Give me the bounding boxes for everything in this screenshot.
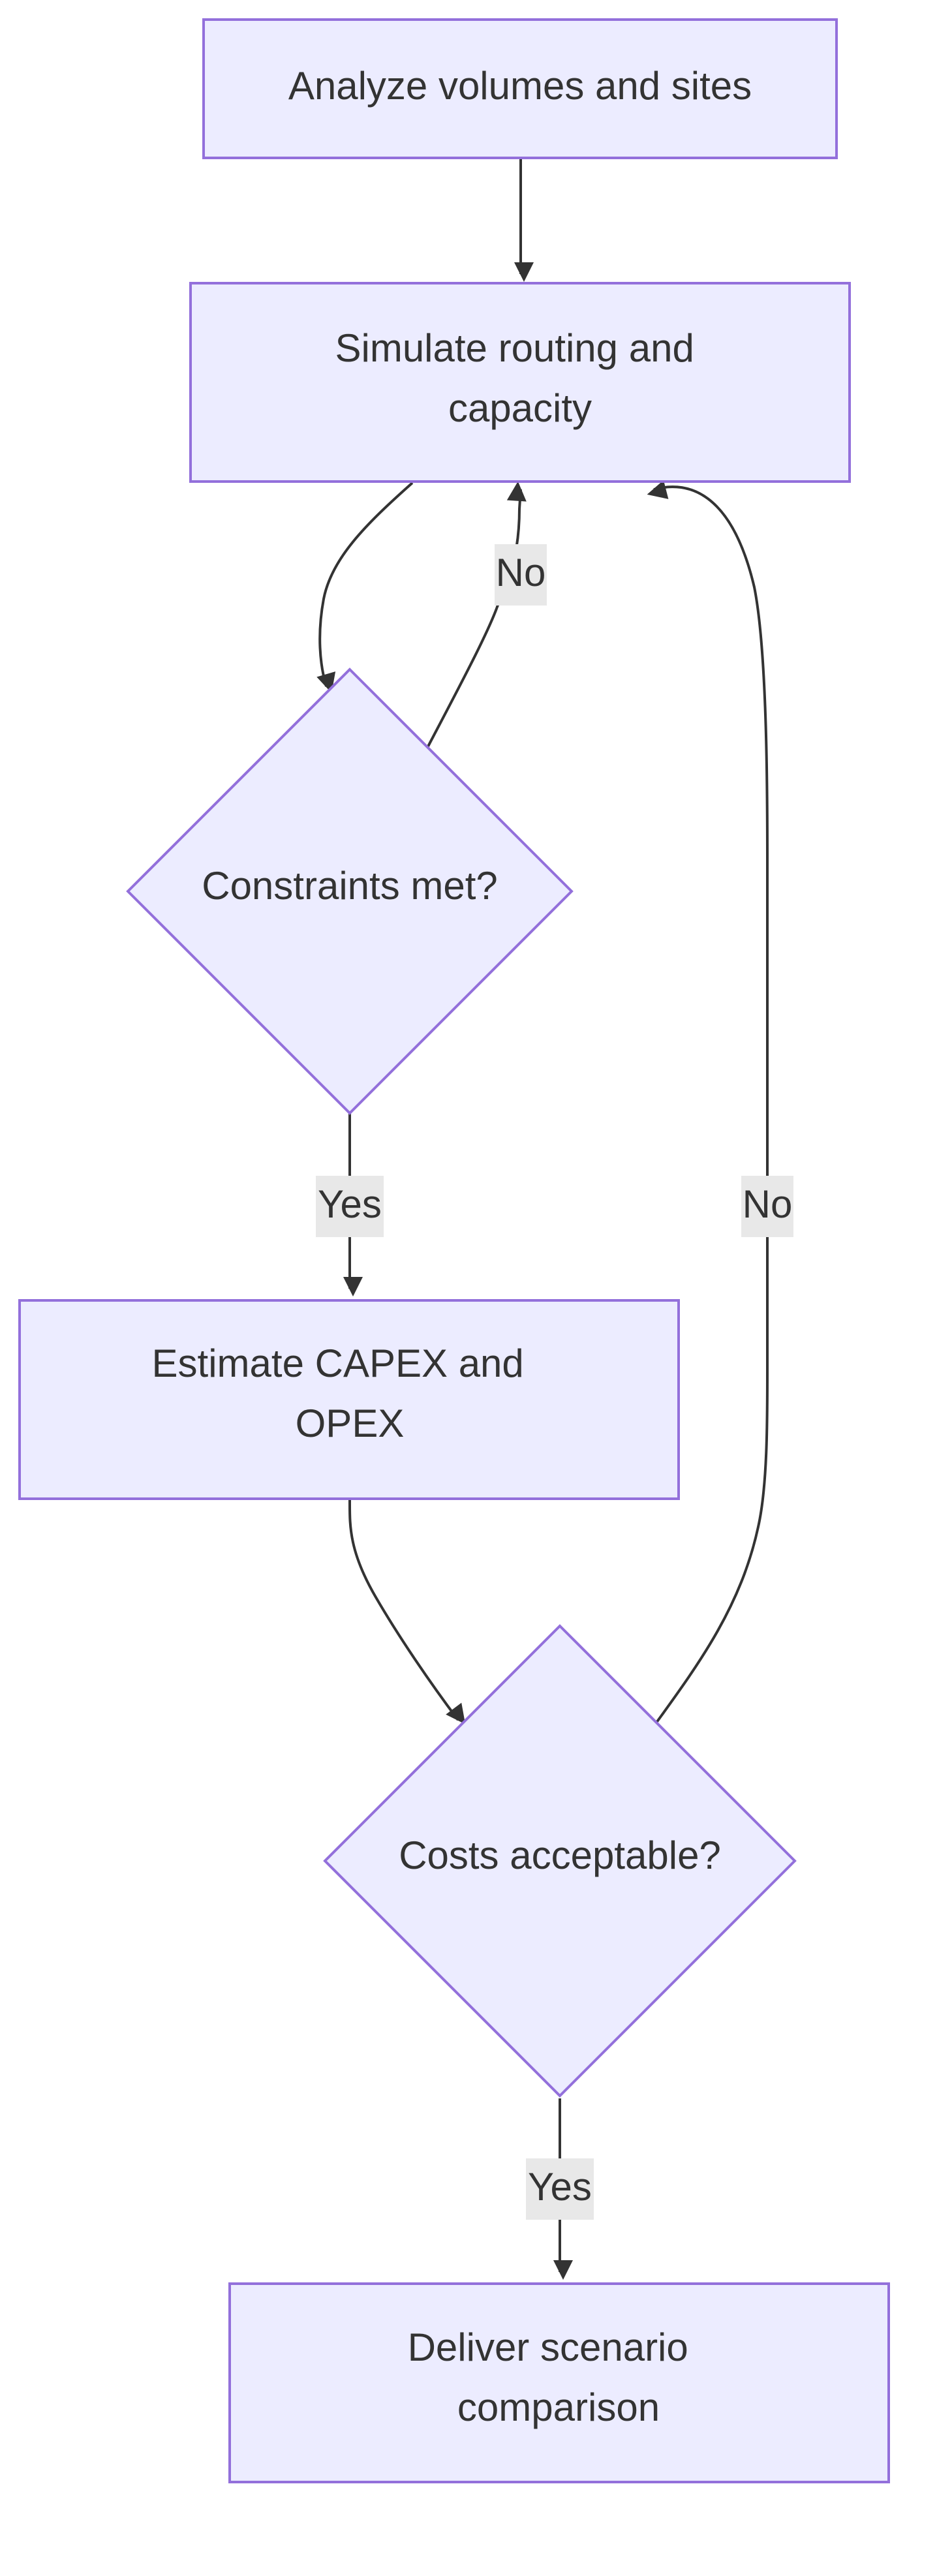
svg-text:Estimate CAPEX and OPEX: Estimate CAPEX and OPEX (152, 1342, 535, 1445)
svg-text:Constraints met?: Constraints met? (202, 864, 498, 908)
svg-text:No: No (496, 551, 546, 594)
edges (316, 158, 769, 2280)
edge-label-costs-yes: Yes (526, 2158, 594, 2220)
node-simulate-routing: Simulate routing and capacity (189, 282, 851, 483)
edge-label-constraints-yes: Yes (316, 1176, 384, 1237)
edge-constraints-no-to-simulate (427, 481, 527, 747)
svg-text:Yes: Yes (528, 2165, 592, 2209)
svg-text:Deliver scenario compari: Deliver scenario comparison (408, 2325, 699, 2429)
svg-text:Simulate routing and cap: Simulate routing and capacity (335, 326, 705, 430)
edge-label-constraints-no: No (495, 544, 547, 606)
edge-simulate-to-constraints (316, 482, 414, 694)
node-costs-acceptable: Costs acceptable? (323, 1624, 797, 2098)
node-deliver-scenario: Deliver scenario comparison (228, 2282, 890, 2483)
svg-text:Costs acceptable?: Costs acceptable? (399, 1833, 721, 1877)
node-analyze-volumes: Analyze volumes and sites (202, 18, 838, 159)
node-constraints-met: Constraints met? (126, 667, 574, 1115)
edge-costs-no-to-simulate (647, 480, 769, 1724)
svg-text:No: No (743, 1182, 793, 1226)
svg-text:Analyze volumes and sites: Analyze volumes and sites (288, 64, 752, 108)
edge-estimate-to-costs (348, 1499, 466, 1725)
edge-label-costs-no: No (741, 1176, 793, 1237)
node-estimate-capex: Estimate CAPEX and OPEX (18, 1299, 680, 1500)
svg-text:Yes: Yes (318, 1182, 382, 1226)
edge-labels: No Yes No Yes (316, 544, 793, 2220)
